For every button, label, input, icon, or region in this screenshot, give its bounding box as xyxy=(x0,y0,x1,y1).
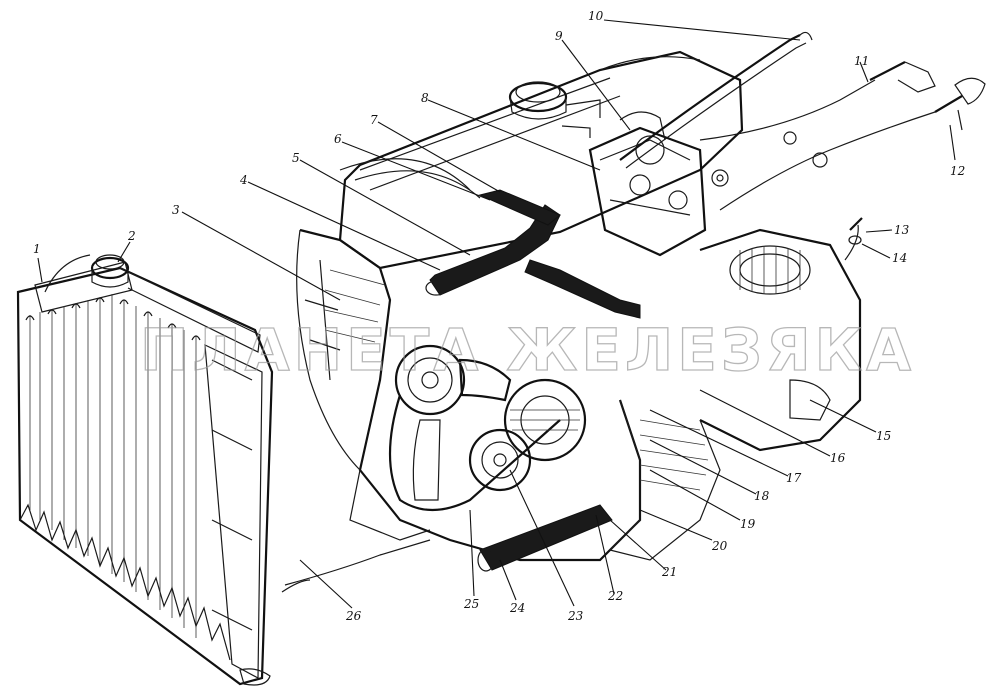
callout-23: 23 xyxy=(567,609,584,623)
callout-15: 15 xyxy=(876,429,891,443)
callout-3: 3 xyxy=(172,203,180,217)
callout-10: 10 xyxy=(588,9,604,23)
callout-6: 6 xyxy=(334,132,342,146)
callout-24: 24 xyxy=(509,601,525,615)
callout-11: 11 xyxy=(854,54,869,68)
fan-pulley-assembly xyxy=(388,344,587,511)
leader-lines xyxy=(37,19,956,609)
callout-12: 12 xyxy=(950,164,965,178)
callout-26: 26 xyxy=(345,609,362,623)
callout-13: 13 xyxy=(894,223,910,237)
callout-14: 14 xyxy=(892,251,907,265)
callout-25: 25 xyxy=(463,597,479,611)
radiator xyxy=(16,254,274,686)
callout-19: 19 xyxy=(740,517,756,531)
callout-2: 2 xyxy=(127,229,136,243)
engine-block xyxy=(296,50,744,562)
callout-20: 20 xyxy=(711,539,728,553)
callout-22: 22 xyxy=(607,589,623,603)
radiator-hoses xyxy=(339,158,641,319)
callout-7: 7 xyxy=(370,113,378,127)
choke-cable xyxy=(699,61,936,145)
hood-release-cable xyxy=(719,77,986,211)
callouts: 1 2 3 4 5 6 7 8 9 10 11 12 13 14 15 16 1… xyxy=(33,9,965,623)
callout-8: 8 xyxy=(421,91,429,105)
watermark-text: ПЛАНЕТА ЖЕЛЕЗЯКА xyxy=(140,316,915,384)
callout-16: 16 xyxy=(830,451,846,465)
clutch-housing xyxy=(608,399,721,561)
callout-21: 21 xyxy=(661,565,677,579)
throttle-cable xyxy=(619,31,813,169)
gearbox xyxy=(699,217,863,452)
exhaust-pipe xyxy=(477,504,613,572)
carburetor xyxy=(588,111,729,257)
callout-17: 17 xyxy=(786,471,802,485)
speedometer-cable xyxy=(281,539,431,593)
callout-1: 1 xyxy=(33,242,41,256)
oil-filler-cap xyxy=(508,81,601,138)
callout-5: 5 xyxy=(292,151,300,165)
callout-4: 4 xyxy=(239,173,248,187)
callout-9: 9 xyxy=(555,29,563,43)
callout-18: 18 xyxy=(754,489,770,503)
